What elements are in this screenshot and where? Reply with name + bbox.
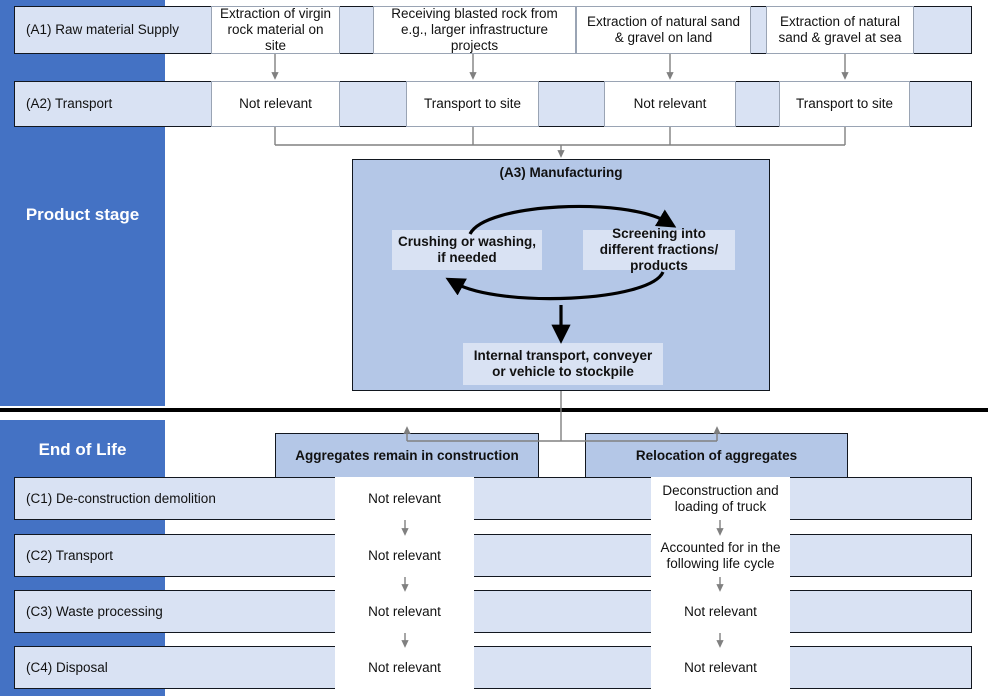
cell-c1-2[interactable]: Deconstruction and loading of truck xyxy=(651,477,790,520)
cell-c2-2[interactable]: Accounted for in the following life cycl… xyxy=(651,534,790,577)
product-stage-label: Product stage xyxy=(25,205,140,224)
cell-a2-1[interactable]: Not relevant xyxy=(211,81,340,127)
cell-c3-2[interactable]: Not relevant xyxy=(651,590,790,633)
manufacturing-title: (A3) Manufacturing xyxy=(499,165,623,181)
cell-a2-2[interactable]: Transport to site xyxy=(406,81,539,127)
manufacturing-step-screening[interactable]: Screening into different fractions/ prod… xyxy=(583,226,735,273)
row-a2-label: (A2) Transport xyxy=(26,96,113,112)
cell-c1-1[interactable]: Not relevant xyxy=(335,477,474,520)
product-stage-bar xyxy=(0,0,165,406)
row-c3-label: (C3) Waste processing xyxy=(26,603,163,619)
cell-a1-4[interactable]: Extraction of natural sand & gravel at s… xyxy=(766,6,914,54)
row-c1-label: (C1) De-construction demolition xyxy=(26,490,216,506)
section-divider xyxy=(0,408,988,412)
cell-c2-1[interactable]: Not relevant xyxy=(335,534,474,577)
eol-column-header-1: Aggregates remain in construction xyxy=(275,433,539,479)
end-of-life-label: End of Life xyxy=(38,440,127,459)
cell-c3-1[interactable]: Not relevant xyxy=(335,590,474,633)
manufacturing-step-internal-transport[interactable]: Internal transport, conveyer or vehicle … xyxy=(463,343,663,385)
cell-a2-3[interactable]: Not relevant xyxy=(604,81,736,127)
row-c3-band xyxy=(14,590,972,633)
cell-a2-4[interactable]: Transport to site xyxy=(779,81,910,127)
row-c4-band xyxy=(14,646,972,689)
eol-column-header-2: Relocation of aggregates xyxy=(585,433,848,479)
row-c1-band xyxy=(14,477,972,520)
row-c2-label: (C2) Transport xyxy=(26,547,114,563)
row-a1-label: (A1) Raw material Supply xyxy=(26,22,180,38)
cell-a1-3[interactable]: Extraction of natural sand & gravel on l… xyxy=(576,6,751,54)
cell-c4-1[interactable]: Not relevant xyxy=(335,646,474,689)
row-c2-band xyxy=(14,534,972,577)
manufacturing-step-crushing[interactable]: Crushing or washing, if needed xyxy=(392,230,542,270)
row-c4-label: (C4) Disposal xyxy=(26,659,108,675)
cell-a1-2[interactable]: Receiving blasted rock from e.g., larger… xyxy=(373,6,576,54)
cell-a1-1[interactable]: Extraction of virgin rock material on si… xyxy=(211,6,340,54)
cell-c4-2[interactable]: Not relevant xyxy=(651,646,790,689)
